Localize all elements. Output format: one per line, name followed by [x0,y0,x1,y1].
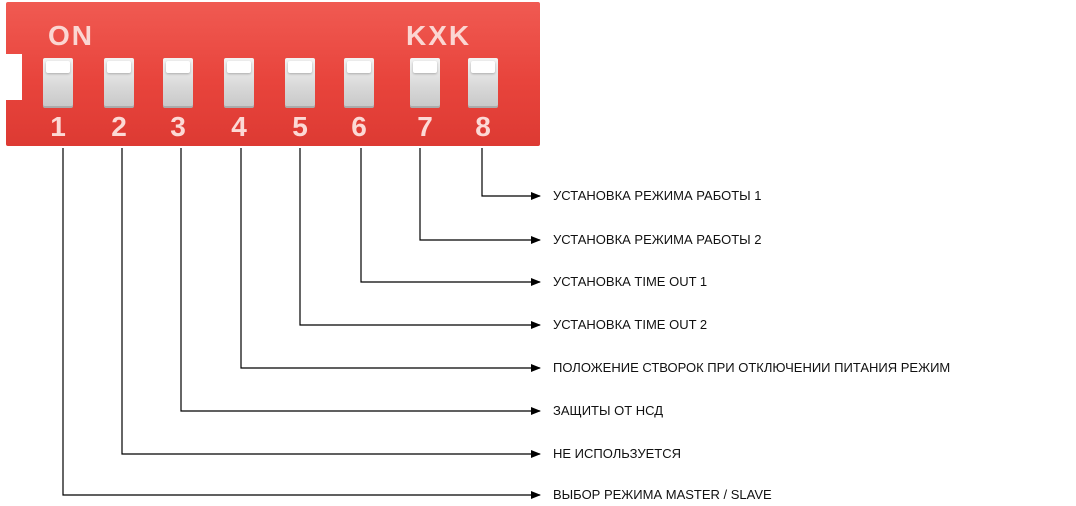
dip-notch [6,54,22,100]
connector-line-6 [360,148,541,286]
switch-number-8: 8 [475,111,491,142]
switch-8[interactable] [468,58,498,108]
label-not-used: НЕ ИСПОЛЬЗУЕТСЯ [553,446,681,461]
connector-line-2 [121,148,541,458]
connector-line-8 [481,148,541,200]
switch-6[interactable] [344,58,374,108]
switch-3[interactable] [163,58,193,108]
connector-line-1 [62,148,541,499]
switch-number-7: 7 [417,111,433,142]
switch-number-6: 6 [351,111,367,142]
connector-line-3 [180,148,541,415]
brand-label: KXK [406,20,472,51]
switch-1[interactable] [43,58,73,108]
connector-line-4 [240,148,541,372]
label-operating-mode-1: УСТАНОВКА РЕЖИМА РАБОТЫ 1 [553,188,762,203]
label-master-slave: ВЫБОР РЕЖИМА MASTER / SLAVE [553,487,772,502]
switch-number-5: 5 [292,111,308,142]
connector-line-5 [299,148,541,329]
switch-number-4: 4 [231,111,247,142]
switch-number-2: 2 [111,111,127,142]
label-nsd-protection: ЗАЩИТЫ ОТ НСД [553,403,664,418]
label-time-out-1: УСТАНОВКА TIME OUT 1 [553,274,708,289]
label-operating-mode-2: УСТАНОВКА РЕЖИМА РАБОТЫ 2 [553,232,762,247]
switch-5[interactable] [285,58,315,108]
switch-number-1: 1 [50,111,66,142]
label-time-out-2: УСТАНОВКА TIME OUT 2 [553,317,708,332]
switch-7[interactable] [410,58,440,108]
on-label: ON [48,20,94,51]
switch-number-3: 3 [170,111,186,142]
connector-line-7 [419,148,541,244]
switch-2[interactable] [104,58,134,108]
dip-switch-block: ON KXK 1 2 3 4 5 6 7 8 [6,2,540,146]
switch-4[interactable] [224,58,254,108]
label-power-off-position: ПОЛОЖЕНИЕ СТВОРОК ПРИ ОТКЛЮЧЕНИИ ПИТАНИЯ… [553,360,951,375]
